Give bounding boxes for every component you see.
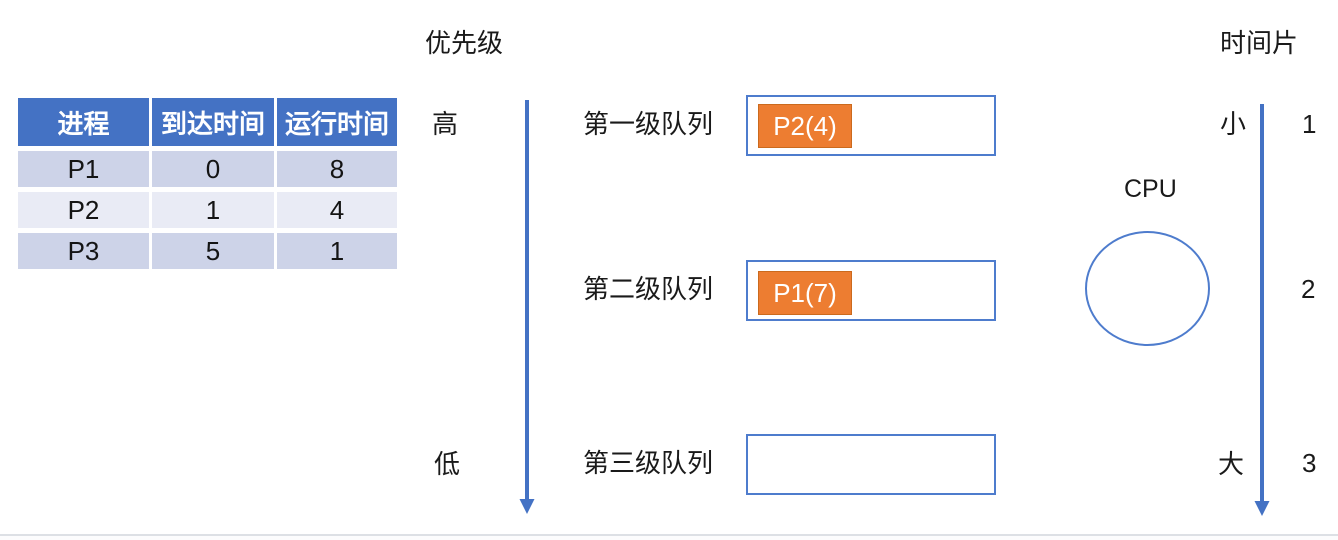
column-header-arrival-time: 到达时间 bbox=[152, 98, 274, 146]
process-table-container: 进程 到达时间 运行时间 P1 0 8 P2 1 4 P3 5 bbox=[15, 93, 400, 274]
process-chip-p2: P2(4) bbox=[758, 104, 852, 148]
slide-bottom-edge bbox=[0, 534, 1338, 536]
timeslice-value-2: 2 bbox=[1301, 274, 1316, 304]
timeslice-small-label: 小 bbox=[1220, 109, 1247, 139]
process-chip-p1: P1(7) bbox=[758, 271, 852, 315]
cpu-circle bbox=[1085, 231, 1210, 346]
queue-2-box: P1(7) bbox=[746, 260, 996, 321]
table-cell-runtime: 4 bbox=[277, 192, 397, 228]
timeslice-axis-title: 时间片 bbox=[1220, 28, 1299, 58]
table-row: P2 1 4 bbox=[18, 192, 397, 228]
queue-3-box bbox=[746, 434, 996, 495]
process-table: 进程 到达时间 运行时间 P1 0 8 P2 1 4 P3 5 bbox=[15, 93, 400, 274]
priority-down-arrow bbox=[519, 100, 535, 514]
priority-axis-title: 优先级 bbox=[425, 28, 504, 58]
table-row: P1 0 8 bbox=[18, 151, 397, 187]
slide-bottom-strip bbox=[0, 536, 1338, 540]
table-cell-runtime: 1 bbox=[277, 233, 397, 269]
table-cell-arrival: 5 bbox=[152, 233, 274, 269]
column-header-run-time: 运行时间 bbox=[277, 98, 397, 146]
table-cell-process: P3 bbox=[18, 233, 149, 269]
timeslice-down-arrow bbox=[1254, 104, 1270, 516]
queue-3-label: 第三级队列 bbox=[583, 448, 714, 478]
queue-1-box: P2(4) bbox=[746, 95, 996, 156]
timeslice-large-label: 大 bbox=[1218, 449, 1245, 479]
queue-2-label: 第二级队列 bbox=[583, 274, 714, 304]
queue-1-label: 第一级队列 bbox=[583, 109, 714, 139]
table-cell-runtime: 8 bbox=[277, 151, 397, 187]
priority-high-label: 高 bbox=[432, 109, 459, 139]
column-header-process: 进程 bbox=[18, 98, 149, 146]
table-cell-process: P1 bbox=[18, 151, 149, 187]
table-cell-process: P2 bbox=[18, 192, 149, 228]
table-cell-arrival: 1 bbox=[152, 192, 274, 228]
cpu-label: CPU bbox=[1124, 175, 1177, 203]
timeslice-value-3: 3 bbox=[1302, 448, 1317, 478]
table-row: P3 5 1 bbox=[18, 233, 397, 269]
priority-low-label: 低 bbox=[434, 449, 461, 479]
table-header-row: 进程 到达时间 运行时间 bbox=[18, 98, 397, 146]
timeslice-value-1: 1 bbox=[1302, 109, 1317, 139]
table-cell-arrival: 0 bbox=[152, 151, 274, 187]
